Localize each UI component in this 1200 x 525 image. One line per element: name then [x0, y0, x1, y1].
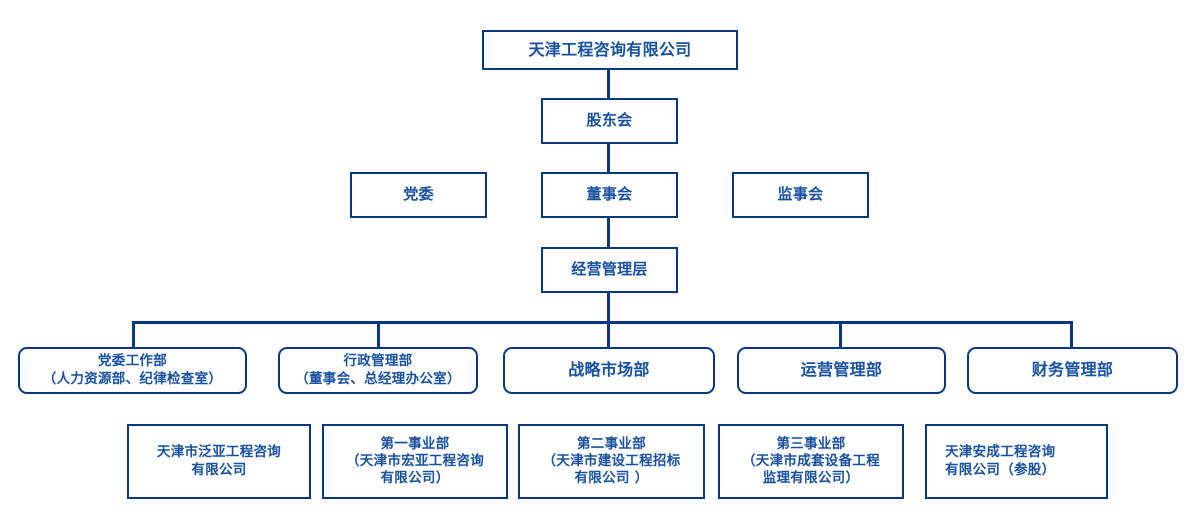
connector-bus-to-dept-2 — [377, 321, 380, 348]
node-dept-party-work[interactable]: 党委工作部 （人力资源部、纪律检查室） — [18, 347, 247, 394]
connector-department-bus — [132, 321, 1072, 324]
node-subsidiary-ancheng[interactable]: 天津安成工程咨询 有限公司（参股） — [925, 424, 1108, 499]
node-party-committee[interactable]: 党委 — [350, 172, 487, 218]
node-business-unit-3-supervision[interactable]: 第三事业部 （天津市成套设备工程 监理有限公司） — [718, 424, 904, 499]
node-dept-operations[interactable]: 运营管理部 — [737, 347, 946, 394]
node-subsidiary-fanya[interactable]: 天津市泛亚工程咨询 有限公司 — [127, 424, 311, 499]
connector-board-to-management — [607, 217, 610, 248]
connector-root-to-shareholders — [607, 68, 610, 100]
node-supervisory-board[interactable]: 监事会 — [732, 172, 869, 218]
node-dept-finance[interactable]: 财务管理部 — [967, 347, 1178, 394]
node-dept-strategy-market[interactable]: 战略市场部 — [503, 347, 715, 394]
node-root-company[interactable]: 天津工程咨询有限公司 — [482, 30, 738, 70]
node-management-layer[interactable]: 经营管理层 — [541, 247, 678, 293]
node-shareholders-meeting[interactable]: 股东会 — [541, 98, 678, 144]
connector-bus-to-dept-1 — [132, 321, 135, 348]
connector-bus-to-dept-3 — [607, 321, 610, 348]
connector-shareholders-to-board — [607, 143, 610, 173]
connector-management-to-bus — [607, 292, 610, 323]
connector-bus-to-dept-5 — [1070, 321, 1073, 348]
node-dept-administration[interactable]: 行政管理部 （董事会、总经理办公室） — [278, 347, 478, 394]
connector-bus-to-dept-4 — [839, 321, 842, 348]
node-business-unit-2-tendering[interactable]: 第二事业部 （天津市建设工程招标 有限公司 ） — [518, 424, 705, 499]
node-board-of-directors[interactable]: 董事会 — [541, 172, 678, 218]
node-business-unit-1-hongya[interactable]: 第一事业部 （天津市宏亚工程咨询 有限公司） — [322, 424, 508, 499]
